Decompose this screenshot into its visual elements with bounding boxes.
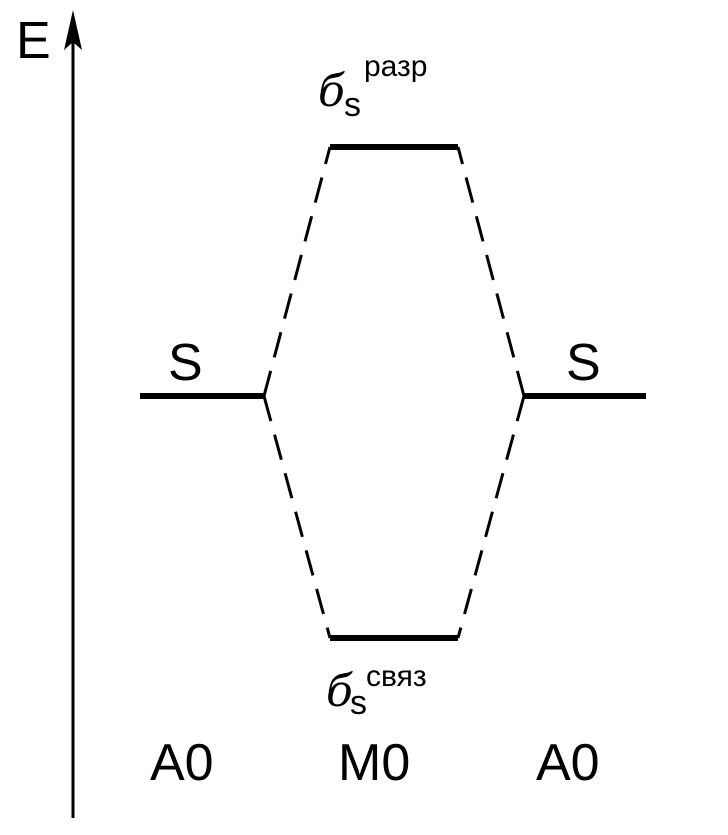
middle-column-label: М0: [338, 734, 410, 792]
correlation-line-left-upper: [262, 146, 332, 397]
right-column-label: А0: [536, 734, 600, 792]
correlation-line-right-lower: [456, 395, 526, 639]
left-column-label: А0: [150, 734, 214, 792]
bonding-symbol: б: [326, 666, 353, 717]
antibonding-superscript: разр: [364, 50, 427, 83]
antibonding-symbol: б: [318, 66, 345, 117]
left-ao-label: S: [168, 334, 203, 392]
correlation-line-left-lower: [262, 395, 332, 639]
energy-axis-arrowhead: [64, 10, 82, 50]
bonding-subscript: s: [350, 684, 367, 722]
right-ao-label: S: [566, 334, 601, 392]
antibonding-mo-label: б s разр: [318, 50, 427, 124]
correlation-line-right-upper: [456, 146, 526, 397]
antibonding-subscript: s: [344, 86, 361, 124]
bonding-superscript: связ: [366, 660, 427, 693]
energy-axis-label: E: [16, 12, 51, 70]
bonding-mo-label: б s связ: [326, 660, 427, 722]
